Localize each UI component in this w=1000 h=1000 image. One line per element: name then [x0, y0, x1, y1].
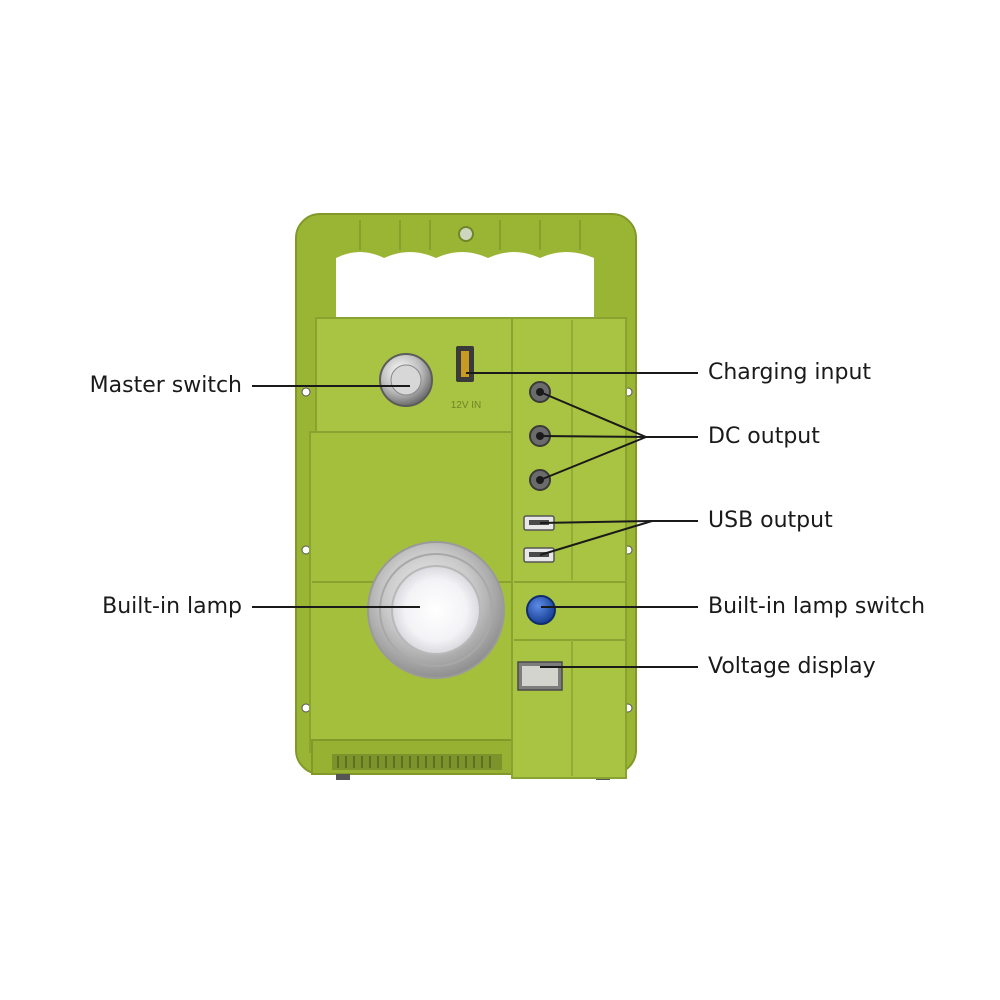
label-built-in-lamp-switch: Built-in lamp switch [708, 594, 926, 619]
port-label: 12V IN [451, 400, 482, 411]
lamp-switch-button [526, 595, 556, 625]
leader-usb-output-2 [539, 520, 653, 556]
label-built-in-lamp: Built-in lamp [102, 594, 242, 619]
leader-dc-output-3 [539, 436, 647, 481]
label-usb-output: USB output [708, 508, 833, 533]
top-screw-icon [458, 226, 474, 242]
leader-dc-output-1 [539, 391, 647, 438]
label-charging-input: Charging input [708, 360, 872, 385]
lamp [367, 541, 505, 679]
leader-usb-output-1 [539, 520, 653, 524]
usb-output-ports [523, 515, 555, 563]
speaker-grille [332, 754, 502, 770]
label-dc-output: DC output [708, 424, 820, 449]
label-voltage-display: Voltage display [708, 654, 876, 679]
label-master-switch: Master switch [89, 373, 242, 398]
master-switch-knob [379, 353, 433, 407]
leader-lines [252, 372, 698, 668]
leader-dc-output-2 [539, 435, 647, 438]
